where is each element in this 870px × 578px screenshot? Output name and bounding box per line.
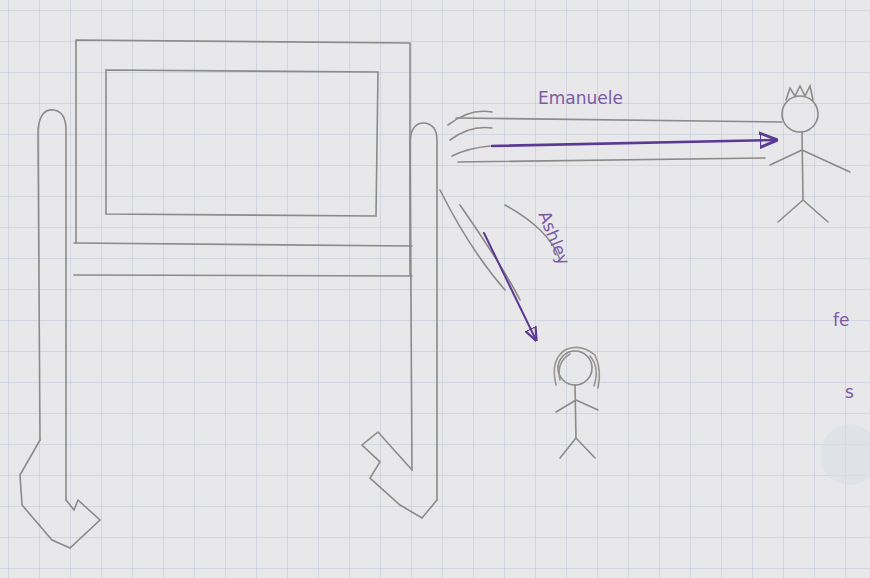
handwritten-label: Emanuele (538, 88, 623, 108)
paper-smudge (820, 425, 870, 485)
pass-arrows (484, 140, 776, 340)
stick-figure-crown (770, 86, 850, 222)
frame-drawing (20, 40, 782, 548)
handwritten-label: fe (833, 310, 849, 330)
handwritten-label: s (845, 382, 854, 402)
stick-figure-hair (554, 347, 599, 458)
